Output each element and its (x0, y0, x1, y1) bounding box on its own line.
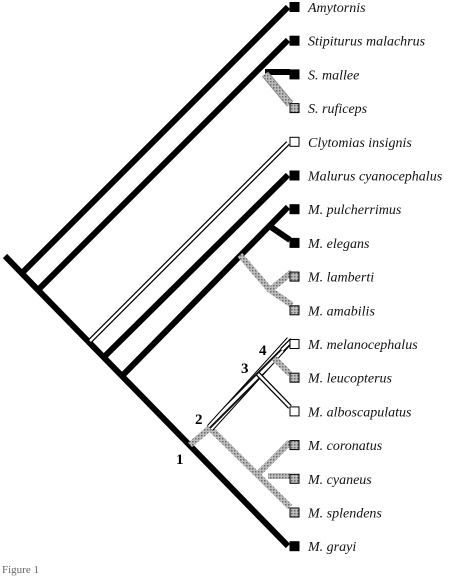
node-label-3: 3 (241, 361, 249, 377)
branch-s-ruficeps-inner (262, 72, 293, 106)
tip-marker (289, 204, 300, 215)
tip-marker (289, 339, 300, 349)
tip-marker (289, 103, 300, 114)
branch-node2-stem (188, 423, 214, 448)
tip-marker (289, 372, 300, 383)
tip-marker (289, 35, 300, 46)
tip-marker (289, 170, 300, 181)
branch-coronatus-clade (207, 425, 293, 510)
taxon-label: S. mallee (308, 68, 359, 83)
branch-stipiturus (35, 37, 291, 293)
branch-lamberti-clade (237, 253, 273, 292)
branch-m-leucopterus (271, 355, 293, 377)
taxon-label: Stipiturus malachrus (308, 35, 426, 50)
figure-caption: Figure 1 (2, 564, 39, 576)
taxon-label: M. splendens (307, 507, 382, 522)
tree-branches (2, 4, 294, 549)
branch-m-cyanocephalus (102, 172, 291, 359)
branch-backbone (35, 287, 291, 549)
taxon-label: M. cyaneus (307, 473, 372, 488)
taxon-label: M. melanocephalus (307, 338, 418, 353)
branch-amytornis (19, 4, 291, 276)
taxon-label: Malurus cyanocephalus (307, 170, 443, 185)
tip-marker (289, 406, 300, 417)
branch-m-alboscapulatus-inner (257, 373, 291, 408)
tip-marker (289, 541, 300, 552)
tip-marker (289, 2, 300, 12)
branch-clytomias-inner (89, 142, 289, 342)
tip-marker (289, 507, 300, 518)
tip-marker (289, 440, 300, 451)
node-label-1: 1 (176, 452, 184, 468)
branch-m-lamberti (268, 269, 294, 293)
branch-m-elegans (266, 222, 292, 243)
branch-root (2, 253, 41, 293)
taxon-label: M. pulcherrimus (307, 203, 402, 218)
node-label-2: 2 (195, 412, 203, 428)
branch-pulcherrimus-clade (120, 204, 291, 378)
branch-hatched-inner (207, 337, 293, 431)
tip-marker (289, 136, 300, 147)
node-labels: 1 2 3 4 (176, 343, 267, 468)
tip-marker (289, 305, 300, 316)
taxon-label: M. grayi (307, 540, 356, 555)
tip-marker (289, 473, 300, 484)
taxon-label: M. coronatus (307, 439, 383, 454)
branch-m-coronatus (254, 439, 293, 478)
taxon-label: Clytomias insignis (308, 136, 412, 151)
taxon-label: M. lamberti (307, 271, 374, 286)
branch-m-amabilis (268, 287, 294, 308)
tip-marker (289, 237, 300, 248)
taxon-label: M. alboscapulatus (307, 405, 412, 420)
taxon-label: Amytornis (307, 1, 366, 16)
node-label-4: 4 (259, 343, 267, 359)
taxon-label: M. leucopterus (307, 372, 393, 387)
taxon-label: M. amabilis (307, 304, 375, 319)
taxon-label: S. ruficeps (308, 102, 368, 117)
tip-marker (289, 271, 300, 282)
tip-marker (289, 69, 300, 80)
taxon-label: M. elegans (307, 237, 370, 252)
